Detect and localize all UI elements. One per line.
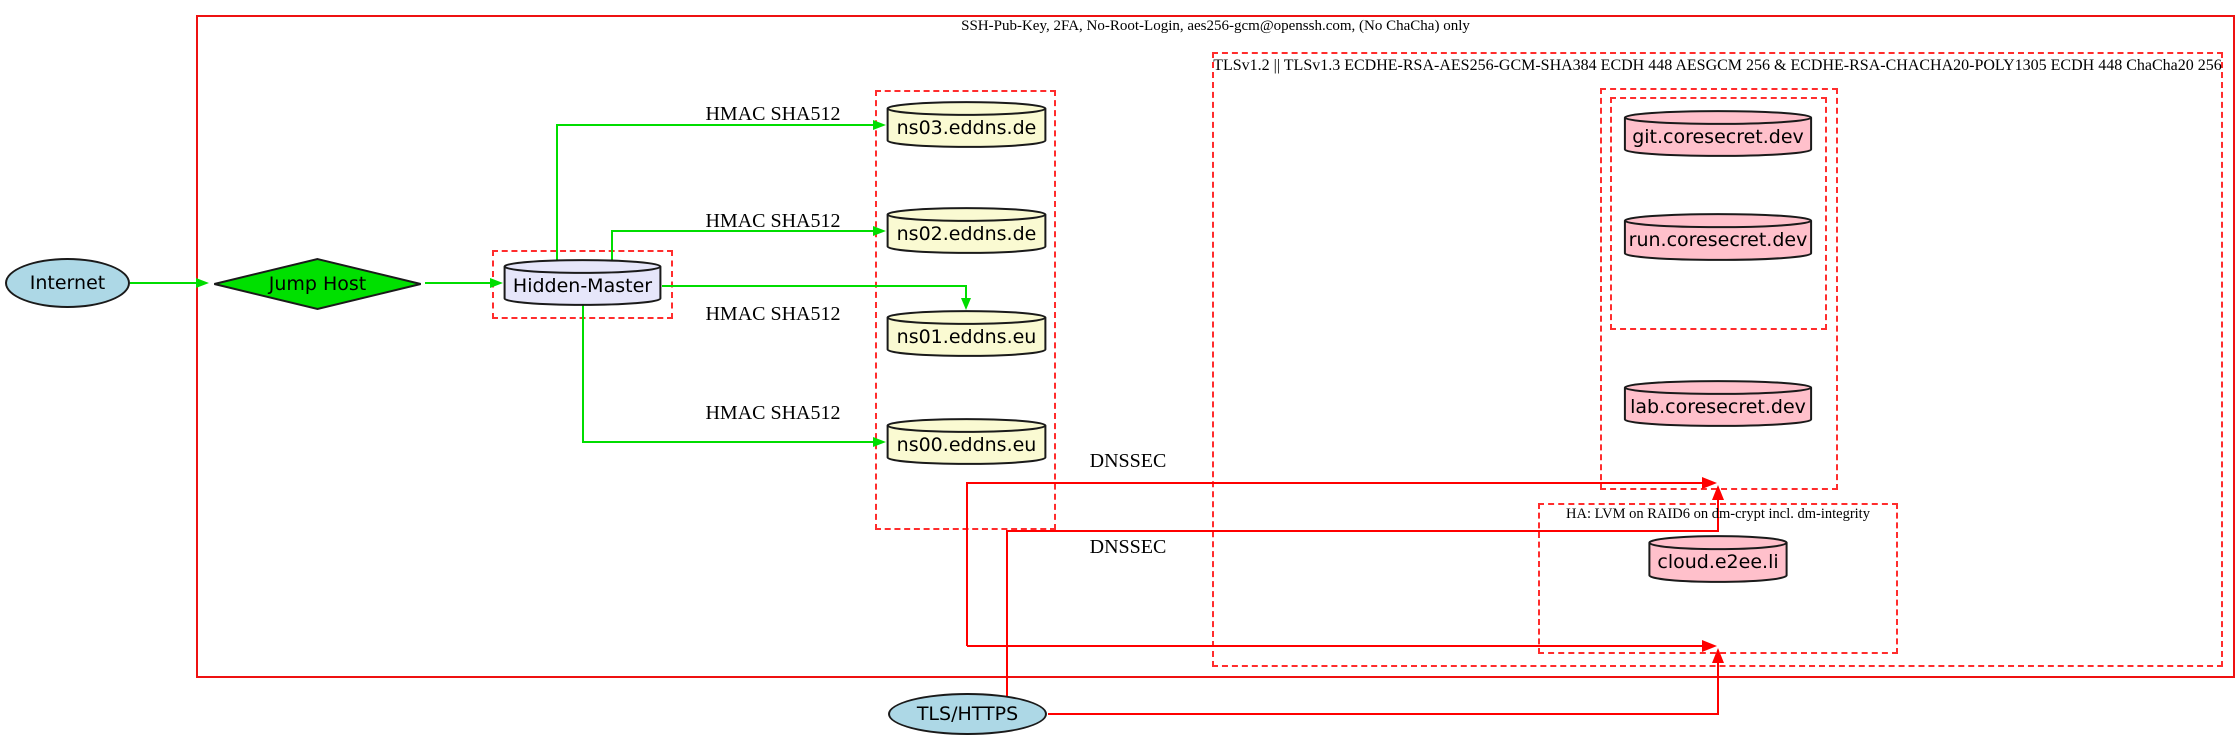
arrowhead-dnssec-lower: [1702, 640, 1717, 652]
red-edges: [966, 482, 1719, 715]
node-lab-coresecret-label: lab.coresecret.dev: [1630, 395, 1806, 418]
node-internet: Internet: [5, 258, 130, 308]
arrowhead-to-jumphost: [196, 278, 209, 288]
cluster-ssh-label: SSH-Pub-Key, 2FA, No-Root-Login, aes256-…: [961, 18, 1470, 34]
edge-label-dnssec-lower: DNSSEC: [1089, 536, 1167, 558]
edge-hiddenmaster-ns03: [556, 124, 875, 260]
edge-tlshttps-coresecret: [1006, 530, 1719, 697]
green-arrowheads: [196, 120, 971, 447]
node-lab-coresecret: lab.coresecret.dev: [1623, 380, 1813, 427]
node-ns00-label: ns00.eddns.eu: [896, 433, 1037, 456]
cluster-nameservers-boundary: [875, 90, 1056, 530]
node-internet-label: Internet: [29, 272, 106, 294]
green-edges: [130, 124, 967, 443]
cluster-ssh-boundary: [196, 15, 2235, 678]
node-git-coresecret: git.coresecret.dev: [1623, 110, 1813, 157]
node-run-coresecret: run.coresecret.dev: [1623, 213, 1813, 261]
cylinder-shape: [1623, 213, 1813, 261]
node-ns02: ns02.eddns.de: [886, 207, 1047, 254]
arrowhead-into-coresecret: [1712, 485, 1724, 500]
arrowhead-dnssec-upper: [1702, 477, 1717, 489]
edge-label-hmac-ns00: HMAC SHA512: [705, 402, 841, 424]
node-ns03: ns03.eddns.de: [886, 101, 1047, 148]
edge-tlshttps-ha: [1048, 662, 1719, 715]
cylinder-shape: [886, 418, 1047, 465]
node-ns00: ns00.eddns.eu: [886, 418, 1047, 465]
node-ns02-label: ns02.eddns.de: [896, 222, 1037, 245]
cylinder-shape: [886, 101, 1047, 148]
edge-hiddenmaster-ns02: [611, 230, 875, 260]
edge-label-dnssec-upper: DNSSEC: [1089, 450, 1167, 472]
node-jump-host-label: Jump Host: [268, 273, 367, 295]
edge-label-hmac-ns02: HMAC SHA512: [705, 210, 841, 232]
cylinder-shape: [886, 207, 1047, 254]
arrowhead-to-ns01: [961, 298, 971, 310]
node-cloud-e2ee: cloud.e2ee.li: [1648, 535, 1788, 583]
diamond-shape: [210, 258, 425, 310]
arrowhead-into-ha: [1712, 648, 1724, 663]
edge-label-hmac-ns01: HMAC SHA512: [705, 303, 841, 325]
node-ns03-label: ns03.eddns.de: [896, 116, 1037, 139]
node-jump-host: Jump Host: [210, 258, 425, 310]
arrowhead-to-ns03: [873, 120, 886, 130]
red-arrowheads: [1702, 477, 1724, 663]
cluster-coresecret-inner-boundary: [1610, 97, 1827, 330]
cylinder-shape: [1623, 110, 1813, 157]
edge-hiddenmaster-ns00: [582, 305, 875, 443]
arrowhead-to-ns00: [873, 437, 886, 447]
cylinder-shape: [1623, 380, 1813, 427]
node-git-coresecret-label: git.coresecret.dev: [1632, 125, 1804, 148]
edge-label-hmac-ns03: HMAC SHA512: [705, 103, 841, 125]
node-ns01-label: ns01.eddns.eu: [896, 325, 1037, 348]
cylinder-shape: [503, 259, 662, 306]
edge-hiddenmaster-ns01: [662, 285, 967, 300]
node-tls-https: TLS/HTTPS: [888, 693, 1047, 735]
node-hidden-master-label: Hidden-Master: [512, 274, 653, 297]
node-hidden-master: Hidden-Master: [503, 259, 662, 306]
node-cloud-e2ee-label: cloud.e2ee.li: [1657, 551, 1779, 573]
node-ns01: ns01.eddns.eu: [886, 310, 1047, 357]
cylinder-shape: [886, 310, 1047, 357]
cluster-ha-label: HA: LVM on RAID6 on dm-crypt incl. dm-in…: [1566, 506, 1870, 522]
arrowhead-to-ns02: [873, 226, 886, 236]
arrowhead-to-hiddenmaster: [490, 278, 503, 288]
cluster-tls-label: TLSv1.2 || TLSv1.3 ECDHE-RSA-AES256-GCM-…: [1213, 57, 2222, 74]
node-run-coresecret-label: run.coresecret.dev: [1628, 229, 1808, 251]
node-tls-https-label: TLS/HTTPS: [916, 703, 1019, 725]
cylinder-shape: [1648, 535, 1788, 583]
